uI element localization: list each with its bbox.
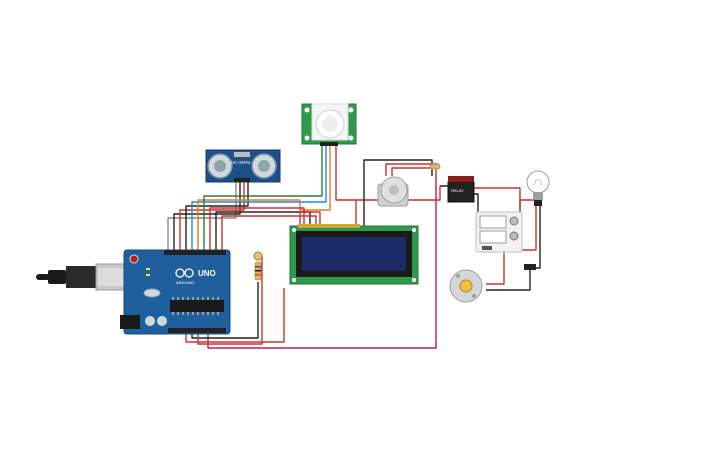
- power-supply-knob-1[interactable]: [509, 216, 519, 226]
- pir-sensor[interactable]: [301, 103, 357, 146]
- wire-magenta[interactable]: [207, 176, 437, 349]
- power-supply[interactable]: [475, 211, 523, 253]
- wire-bottom-red[interactable]: [185, 288, 285, 343]
- pir-pins: [320, 142, 338, 146]
- reset-button[interactable]: [129, 254, 139, 264]
- led-l: [146, 268, 150, 270]
- wire-servo-red2[interactable]: [385, 163, 438, 176]
- wire-echo[interactable]: [173, 182, 241, 250]
- wire-pir-vcc[interactable]: [197, 146, 331, 250]
- wire-lcd-1[interactable]: [209, 207, 305, 250]
- ultrasonic-crystal: [234, 152, 250, 157]
- light-bulb[interactable]: [526, 170, 550, 206]
- inline-resistor[interactable]: [429, 163, 441, 170]
- lcd-display[interactable]: [289, 224, 419, 285]
- motor-connector[interactable]: [524, 264, 536, 270]
- power-supply-switch[interactable]: [482, 246, 492, 250]
- power-supply-knob-2[interactable]: [509, 231, 519, 241]
- pir-mount-hole-2: [348, 107, 354, 113]
- pir-mount-hole-1: [304, 107, 310, 113]
- wire-lcd-3[interactable]: [221, 215, 317, 250]
- chip-pins: [172, 297, 219, 315]
- ultrasonic-pins: [234, 178, 250, 182]
- wire-relay-red[interactable]: [474, 187, 521, 212]
- power-supply-display-2: [479, 230, 507, 244]
- uno-label: UNO: [198, 269, 216, 278]
- ultrasonic-sensor[interactable]: HC-SR04: [205, 149, 281, 183]
- bulb-base: [533, 192, 543, 200]
- ultrasonic-label: HC-SR04: [231, 160, 251, 165]
- usb-cable[interactable]: [36, 263, 131, 291]
- motor-shaft: [459, 279, 473, 293]
- relay-header: [448, 176, 474, 182]
- capacitor-2: [157, 316, 167, 326]
- resistor[interactable]: [253, 251, 263, 281]
- digital-header: [164, 250, 226, 255]
- wire-lcd-2[interactable]: [215, 211, 311, 250]
- lcd-screen: [302, 237, 406, 271]
- lcd-pin-header: [298, 224, 360, 228]
- capacitor-1: [145, 316, 155, 326]
- dc-motor[interactable]: [449, 269, 483, 303]
- wire-pir-to-lcd[interactable]: [335, 146, 357, 226]
- usb-cable-boot: [48, 270, 66, 284]
- pir-mount-hole-4: [348, 135, 354, 141]
- bulb-socket: [534, 200, 542, 206]
- relay-module[interactable]: RELAY: [447, 176, 475, 203]
- infinity-logo-icon: [175, 268, 194, 278]
- power-jack: [120, 315, 140, 329]
- atmega-chip: [170, 300, 224, 312]
- potentiometer-knob: [253, 251, 263, 261]
- crystal-oscillator: [143, 288, 161, 298]
- wire-pir-out[interactable]: [191, 146, 327, 250]
- bulb-glass: [526, 170, 550, 194]
- usb-plug-body: [66, 266, 96, 288]
- arduino-uno[interactable]: UNO ARDUINO: [120, 249, 231, 335]
- wire-motor-black[interactable]: [486, 268, 531, 291]
- wire-servo-red[interactable]: [391, 167, 437, 176]
- arduino-brand-label: ARDUINO: [176, 280, 194, 285]
- usb-port-inner: [98, 268, 124, 286]
- wire-pir-gnd[interactable]: [203, 146, 323, 250]
- servo-motor[interactable]: [377, 176, 409, 207]
- wire-bottom-black[interactable]: [191, 282, 259, 339]
- wire-us-gnd[interactable]: [185, 182, 249, 250]
- wire-lcd-4[interactable]: [299, 211, 321, 226]
- analog-header: [168, 328, 226, 333]
- power-supply-display-1: [479, 215, 507, 229]
- wire-bulb-black[interactable]: [528, 206, 541, 269]
- wire-bulb-red[interactable]: [519, 199, 537, 212]
- bulb-filament: [533, 179, 543, 187]
- relay-label: RELAY: [451, 188, 464, 193]
- usb-cable-end: [36, 274, 50, 280]
- wire-bottom-red2[interactable]: [197, 256, 263, 345]
- led-tx: [146, 274, 150, 276]
- pir-mount-hole-3: [304, 135, 310, 141]
